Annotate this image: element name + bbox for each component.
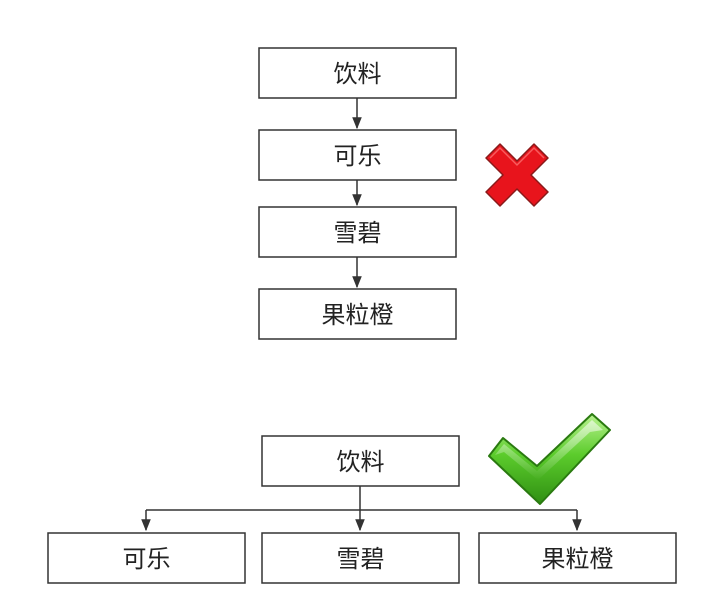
node-orange-top: 果粒橙 [258,288,457,340]
node-drink-root: 饮料 [261,435,460,487]
node-label: 果粒橙 [542,545,614,573]
node-label: 可乐 [123,545,171,573]
node-label: 饮料 [337,448,385,476]
wrong-hierarchy: 饮料 可乐 雪碧 果粒橙 [258,47,549,340]
node-label: 雪碧 [337,545,385,573]
green-checkmark-icon [488,413,611,505]
node-orange-child: 果粒橙 [478,532,677,584]
tree-connectors [141,486,582,532]
node-label: 雪碧 [334,219,382,247]
node-label: 果粒橙 [322,301,394,329]
node-cola-child: 可乐 [47,532,246,584]
node-drink-top: 饮料 [258,47,457,99]
node-label: 饮料 [334,60,382,88]
node-cola-top: 可乐 [258,129,457,181]
node-sprite-child: 雪碧 [261,532,460,584]
right-hierarchy: 饮料 可乐 雪碧 果粒橙 [47,413,677,584]
red-x-icon [485,143,549,207]
node-sprite-top: 雪碧 [258,206,457,258]
node-label: 可乐 [334,142,382,170]
